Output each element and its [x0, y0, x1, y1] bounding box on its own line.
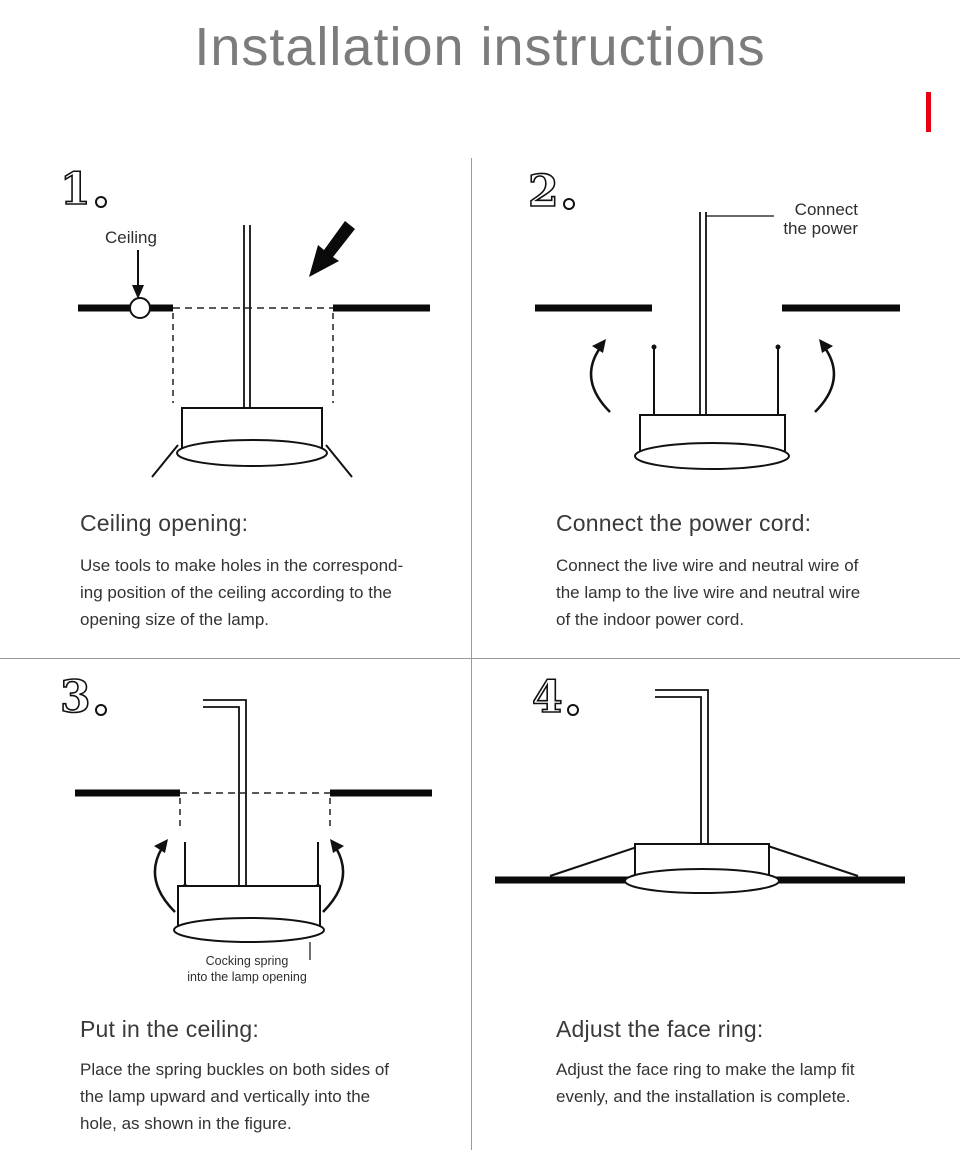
step-3-number-text: 3	[59, 672, 91, 723]
insert-arrow-icon	[309, 221, 355, 277]
step-2-number-text: 2	[527, 166, 559, 217]
ceiling-pointer-arrow-icon	[132, 250, 144, 299]
opening-dashed-outline	[179, 792, 331, 830]
lamp	[173, 885, 325, 943]
step-4-number: 4	[531, 672, 579, 723]
opening-dashed-outline	[172, 307, 334, 403]
step-2-diagram	[535, 212, 900, 470]
power-wires	[655, 689, 709, 846]
number-circle-icon	[566, 704, 579, 716]
rotate-arrow-left-icon	[589, 339, 611, 413]
step-1-heading: Ceiling opening:	[80, 510, 249, 536]
horizontal-divider	[0, 658, 960, 659]
springs	[651, 344, 781, 417]
face-ring	[624, 868, 780, 894]
rotate-arrow-left-icon	[153, 839, 176, 913]
step-1-body: Use tools to make holes in the correspon…	[80, 556, 404, 629]
step-1-number-text: 1	[59, 164, 91, 215]
step-2-body: Connect the live wire and neutral wire o…	[556, 556, 861, 629]
step-4-diagram	[495, 689, 905, 894]
number-circle-icon	[94, 196, 107, 208]
lamp	[624, 843, 780, 894]
cocking-spring-caption: Cocking spring into the lamp opening	[187, 954, 307, 984]
step-3-number: 3	[59, 672, 107, 723]
power-wires	[243, 225, 251, 408]
spring-right	[325, 444, 353, 478]
page-title: Installation instructions	[194, 17, 766, 77]
number-circle-icon	[94, 704, 107, 716]
spring-right	[767, 845, 859, 877]
power-wires	[203, 699, 247, 886]
lamp	[634, 414, 790, 470]
step-3-diagram	[75, 699, 432, 960]
vertical-divider	[471, 158, 472, 1150]
spring-left	[549, 845, 641, 877]
step-1-number: 1	[59, 164, 107, 215]
step-3-body: Place the spring buckles on both sides o…	[80, 1060, 390, 1133]
step-2-heading: Connect the power cord:	[556, 510, 812, 536]
spring-left	[151, 444, 179, 478]
face-ring	[173, 917, 325, 943]
step-4-heading: Adjust the face ring:	[556, 1016, 764, 1042]
springs	[549, 845, 859, 877]
step-1-diagram	[78, 221, 430, 478]
face-ring	[634, 442, 790, 470]
hook-circle-icon	[129, 297, 151, 319]
lamp	[151, 407, 353, 478]
power-wires	[699, 212, 774, 415]
face-ring	[176, 439, 328, 467]
step-4-body: Adjust the face ring to make the lamp fi…	[556, 1060, 855, 1106]
connect-power-label: Connect the power	[783, 200, 858, 238]
red-accent-mark	[926, 92, 931, 132]
number-circle-icon	[562, 198, 575, 210]
step-3-heading: Put in the ceiling:	[80, 1016, 259, 1042]
springs	[182, 842, 321, 890]
step-4-number-text: 4	[531, 672, 563, 723]
ceiling-label: Ceiling	[105, 228, 157, 247]
rotate-arrow-right-icon	[814, 339, 836, 413]
rotate-arrow-right-icon	[322, 839, 345, 913]
step-2-number: 2	[527, 166, 575, 217]
